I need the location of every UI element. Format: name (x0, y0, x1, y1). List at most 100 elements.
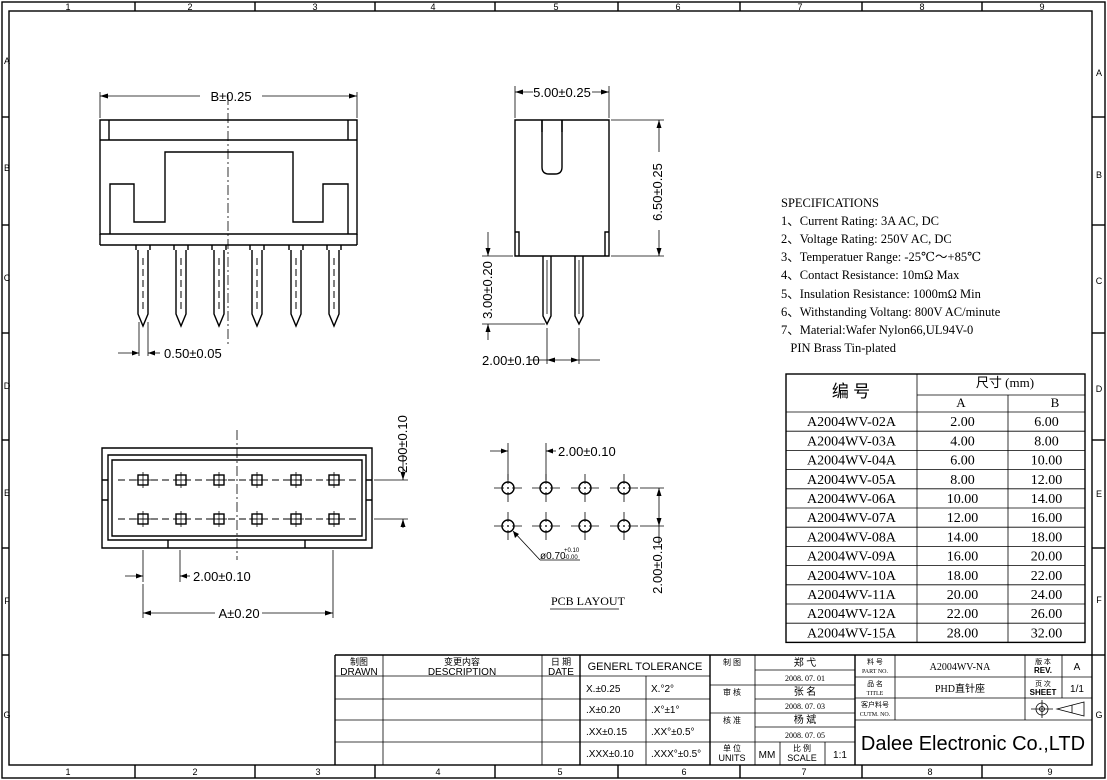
front-pin (288, 245, 304, 328)
dim-b-cell: 22.00 (1031, 569, 1063, 584)
zone-row-b-left: B (4, 163, 10, 173)
desc-en: DESCRIPTION (428, 667, 496, 678)
title-value: PHD直针座 (935, 682, 985, 695)
spec-line-6: 6、Withstanding Voltang: 800V AC/minute (781, 305, 1001, 319)
pcb-hole-leader (512, 530, 580, 561)
tolerance-title: GENERL TOLERANCE (588, 661, 703, 673)
spec-line-4: 4、Contact Resistance: 10mΩ Max (781, 268, 960, 282)
zone-col-9-bottom: 9 (1047, 767, 1052, 777)
pcb-layout-caption: PCB LAYOUT (551, 594, 626, 608)
zone-col-1-top: 1 (65, 2, 70, 12)
inner-frame (8, 10, 1093, 766)
zone-col-7-bottom: 7 (801, 767, 806, 777)
spec-line-7: 7、Material:Wafer Nylon66,UL94V-0 (781, 323, 973, 337)
dim-a-cell: 16.00 (947, 550, 979, 565)
zone-row-a-right: A (1096, 68, 1102, 78)
dim-b-cell: 18.00 (1031, 530, 1063, 545)
sheet-cn: 页 次 (1035, 679, 1051, 688)
pcb-hole-tol-plus: +0.10 (564, 548, 580, 554)
tol-ang-4: .XXX°±0.5° (651, 749, 701, 760)
zone-col-5-bottom: 5 (557, 767, 562, 777)
scale-cn: 比 例 (793, 743, 811, 753)
partno-en: PART NO. (862, 669, 888, 675)
approver-date: 2008. 07. 05 (785, 731, 825, 740)
part-number-cell: A2004WV-12A (807, 607, 897, 622)
unit-value: MM (759, 750, 776, 761)
draw-label: 制 图 (723, 657, 741, 667)
side-width-dimension (514, 86, 610, 118)
spec-line-2: 2、Voltage Rating: 250V AC, DC (781, 232, 952, 246)
partno-value: A2004WV-NA (930, 662, 992, 673)
dim-a-cell: 12.00 (947, 511, 979, 526)
front-pin-width-label: 0.50±0.05 (164, 346, 222, 361)
part-number-cell: A2004WV-09A (807, 550, 897, 565)
zone-row-g-left: G (3, 710, 10, 720)
side-pin-length-dimension (482, 232, 545, 340)
front-pin (173, 245, 189, 328)
zone-col-3-bottom: 3 (315, 767, 320, 777)
side-width-label: 5.00±0.25 (533, 85, 591, 100)
top-pitch-dimension (125, 550, 190, 582)
side-pin-pitch-label: 2.00±0.10 (482, 353, 540, 368)
part-table-col-a: A (956, 395, 966, 410)
title-block (334, 654, 1092, 765)
top-pin-square (211, 511, 227, 527)
dim-a-cell: 10.00 (947, 492, 979, 507)
dim-a-cell: 28.00 (947, 626, 979, 641)
scale-en: SCALE (787, 753, 817, 763)
part-number-cell: A2004WV-15A (807, 626, 897, 641)
tol-lin-1: X.±0.25 (586, 684, 621, 695)
title-en: TITLE (867, 691, 884, 697)
spec-line-1: 1、Current Rating: 3A AC, DC (781, 214, 939, 228)
approve-label: 核 准 (723, 715, 741, 725)
front-pin (135, 245, 151, 328)
pcb-hole-label: ø0.70 (540, 551, 566, 562)
dim-b-cell: 26.00 (1031, 607, 1063, 622)
checker-name: 张 名 (794, 685, 817, 698)
top-length-label: A±0.20 (218, 606, 259, 621)
specifications: SPECIFICATIONS 1、Current Rating: 3A AC, … (781, 196, 1001, 355)
front-width-label: B±0.25 (210, 89, 251, 104)
part-number-cell: A2004WV-03A (807, 434, 897, 449)
scale-value: 1:1 (833, 750, 847, 761)
approver-name: 杨 斌 (794, 713, 817, 726)
zone-row-f-left: F (4, 596, 10, 606)
zone-row-c-left: C (4, 273, 11, 283)
part-table-col-b: B (1051, 395, 1060, 410)
title-block-labels: 制图 DRAWN 变更内容 DESCRIPTION 日 期 DATE GENER… (340, 656, 1085, 763)
zone-col-9-top: 9 (1039, 2, 1044, 12)
checker-date: 2008. 07. 03 (785, 702, 825, 711)
part-number-cell: A2004WV-04A (807, 454, 897, 469)
top-pin-square (288, 511, 304, 527)
zone-col-2-top: 2 (187, 2, 192, 12)
zone-row-g-right: G (1095, 710, 1102, 720)
tol-lin-4: .XXX±0.10 (586, 749, 634, 760)
zone-col-6-bottom: 6 (681, 767, 686, 777)
tol-ang-1: X.°2° (651, 684, 674, 695)
pcb-layout (494, 474, 638, 540)
zone-row-b-right: B (1096, 170, 1102, 180)
dim-b-cell: 6.00 (1034, 415, 1059, 430)
top-height-label: 2.00±0.10 (395, 415, 410, 473)
tol-lin-3: .XX±0.15 (586, 727, 628, 738)
top-pin-square (135, 511, 151, 527)
front-pin (211, 245, 227, 328)
dim-b-cell: 24.00 (1031, 588, 1063, 603)
part-number-cell: A2004WV-07A (807, 511, 897, 526)
top-pin-square (249, 511, 265, 527)
top-pin-square (288, 472, 304, 488)
drawer-name: 郑 弋 (794, 656, 817, 669)
part-number-cell: A2004WV-10A (807, 569, 897, 584)
dim-a-cell: 2.00 (950, 415, 975, 430)
zone-row-a-left: A (4, 56, 10, 66)
top-pin-square (249, 472, 265, 488)
part-number-cell: A2004WV-08A (807, 530, 897, 545)
front-view (99, 95, 358, 345)
dim-a-cell: 18.00 (947, 569, 979, 584)
pcb-hole-tol-minus: -0.00 (564, 555, 578, 561)
pcb-hole (532, 512, 560, 540)
projection-symbol-icon (1031, 700, 1085, 718)
tol-ang-3: .XX°±0.5° (651, 727, 695, 738)
